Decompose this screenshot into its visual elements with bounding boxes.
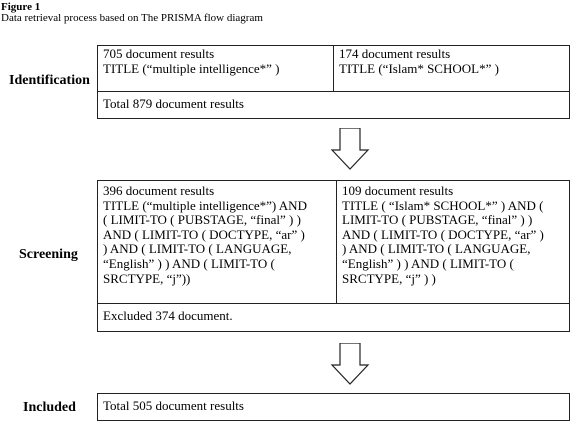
screening-excluded-box: Excluded 374 document.	[97, 303, 570, 332]
identification-total-box: Total 879 document results	[97, 91, 570, 119]
box-line: 174 document results	[339, 46, 451, 61]
down-arrow-icon	[330, 343, 370, 385]
box-line: TITLE (“multiple intelligence*”) AND	[103, 197, 307, 213]
box-line: SRCTYPE, “j”))	[103, 270, 191, 286]
down-arrow-icon	[330, 128, 370, 170]
box-line: TITLE ( “Islam* SCHOOL*” ) AND (	[342, 197, 544, 213]
box-line: 396 document results	[103, 183, 215, 198]
included-total-box: Total 505 document results	[97, 393, 570, 421]
figure-caption: Data retrieval process based on The PRIS…	[1, 12, 263, 24]
box-line: ) AND ( LIMIT-TO ( LANGUAGE,	[103, 241, 292, 257]
screening-right-box: 109 document results TITLE ( “Islam* SCH…	[336, 180, 570, 304]
identification-left-box: 705 document results TITLE (“multiple in…	[97, 45, 334, 92]
box-line: Excluded 374 document.	[103, 308, 233, 323]
figure-label: Figure 1	[1, 1, 41, 13]
box-line: TITLE (“multiple intelligence*” )	[103, 60, 280, 76]
stage-label-identification: Identification	[9, 73, 90, 88]
box-line: ) AND ( LIMIT-TO ( LANGUAGE,	[342, 241, 531, 257]
box-line: AND ( LIMIT-TO ( DOCTYPE, “ar” )	[103, 226, 305, 242]
box-line: TITLE (“Islam* SCHOOL*” )	[339, 60, 499, 76]
screening-left-box: 396 document results TITLE (“multiple in…	[97, 180, 337, 304]
stage-label-included: Included	[23, 400, 76, 415]
box-line: ( LIMIT-TO ( PUBSTAGE, “final” ) )	[103, 212, 301, 228]
box-line: Total 505 document results	[103, 398, 244, 413]
box-line: “English” ) ) AND ( LIMIT-TO (	[103, 255, 275, 271]
box-line: Total 879 document results	[103, 96, 244, 111]
box-line: AND ( LIMIT-TO ( DOCTYPE, “ar” )	[342, 226, 544, 242]
stage-label-screening: Screening	[19, 247, 78, 262]
box-line: 705 document results	[103, 46, 215, 61]
box-line: 109 document results	[342, 183, 454, 198]
box-line: LIMIT-TO ( PUBSTAGE, “final” ) )	[342, 212, 533, 228]
box-line: SRCTYPE, “j” ) )	[342, 270, 436, 286]
identification-right-box: 174 document results TITLE (“Islam* SCHO…	[333, 45, 570, 92]
box-line: “English” ) ) AND ( LIMIT-TO (	[342, 255, 514, 271]
